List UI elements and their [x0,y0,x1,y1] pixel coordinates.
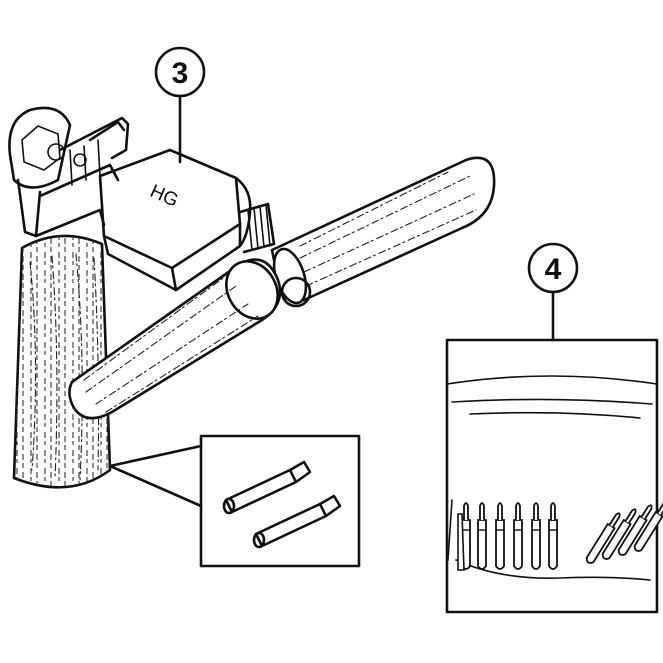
callout-3-label: 3 [172,57,189,90]
upper-wood-handle [270,156,496,308]
vertical-wood-handle [12,234,112,489]
hg-marking: HG [147,181,182,212]
bag-pin [617,504,653,556]
callout-4-label: 4 [545,253,562,286]
chain-tool-body [8,106,276,292]
lower-wood-handle [68,258,282,420]
callout-4: 4 [527,242,579,342]
bag-pin [531,502,541,570]
bag-pin [601,508,637,560]
pin-detail-box [108,434,361,568]
connecting-pin [222,460,312,515]
connecting-pin [252,494,342,549]
bag-pin [457,513,465,571]
bag-pin [513,502,523,570]
bag-pin [585,512,621,564]
bag-pin [548,502,558,570]
bag-pin [495,502,505,570]
callout-3: 3 [154,46,206,164]
bag-pins [457,500,663,571]
bag-pin [477,502,487,570]
pin-bag [445,338,659,614]
